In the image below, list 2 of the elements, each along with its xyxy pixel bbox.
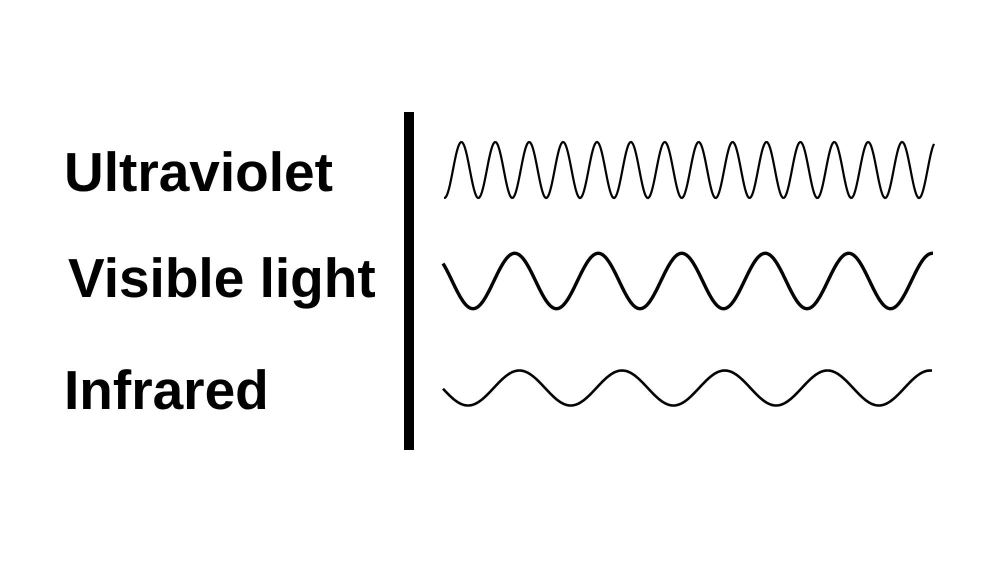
spectrum-label: Ultraviolet: [64, 145, 333, 200]
spectrum-label: Infrared: [64, 363, 269, 418]
